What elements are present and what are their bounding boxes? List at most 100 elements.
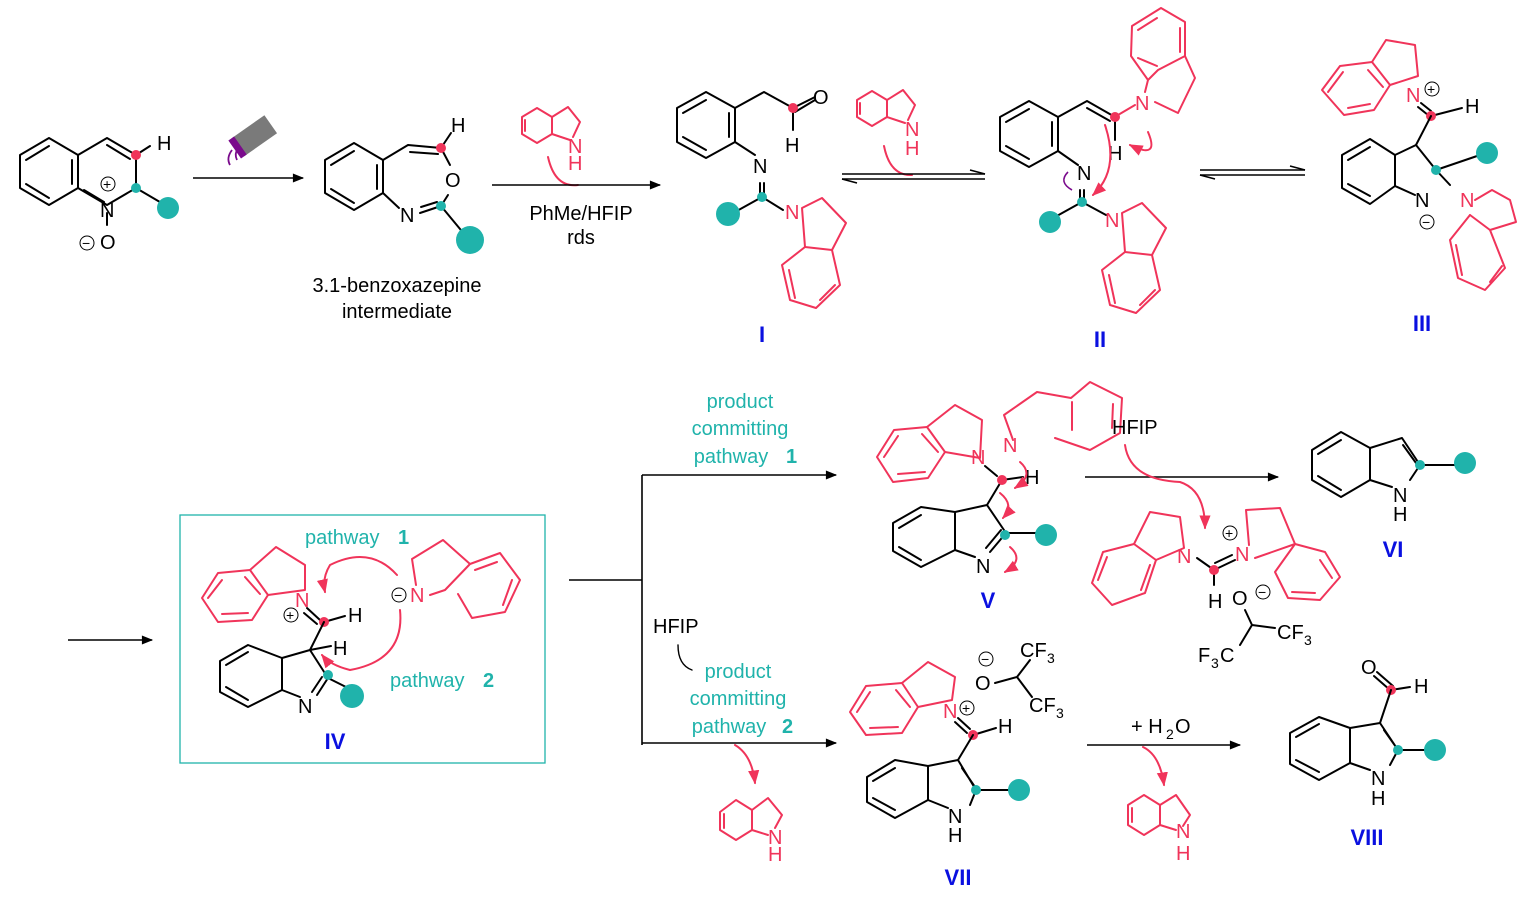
benzoxazepine-caption-2: intermediate <box>342 301 452 323</box>
atom-n: N <box>1406 85 1420 107</box>
benzoxazepine: H O N <box>324 115 484 254</box>
atom-h: H <box>1465 96 1479 118</box>
cf3-subscript-2: 3 <box>1056 705 1064 721</box>
intermediate-I: O H N N <box>676 87 847 309</box>
branch1-number: 1 <box>786 446 797 468</box>
atom-o: O <box>813 87 829 109</box>
pathway2-label: pathway <box>390 670 465 692</box>
atom-o: O <box>445 170 461 192</box>
atom-h: H <box>1393 504 1407 526</box>
label-IV: IV <box>325 729 346 754</box>
label-VIII: VIII <box>1350 825 1383 850</box>
atom-o: O <box>100 232 116 254</box>
atom-h: H <box>768 844 782 866</box>
branch2-reagent: HFIP <box>653 616 699 638</box>
charge-plus: + <box>962 700 970 716</box>
atom-n: N <box>753 156 767 178</box>
pathway1-number: 1 <box>398 527 409 549</box>
product-VIII: O H N H <box>1289 657 1446 810</box>
f3c-f: F <box>1198 645 1210 667</box>
atom-n-indoline: N <box>1460 190 1474 212</box>
equilibrium-arrow-1 <box>841 169 986 184</box>
hfip-attack-arrow <box>1124 444 1211 530</box>
atom-n: N <box>100 200 114 222</box>
branch-arrows <box>569 470 838 748</box>
branch2-label-3: pathway <box>692 716 767 738</box>
cf3-subscript: 3 <box>1047 650 1055 666</box>
indoline-reagent: N H <box>521 106 582 187</box>
atom-n-3: N <box>976 556 990 578</box>
atom-h: H <box>568 153 582 175</box>
charge-minus: − <box>981 651 989 667</box>
charge-minus: − <box>1422 214 1430 230</box>
atom-n: N <box>400 205 414 227</box>
atom-n-2: N <box>948 806 962 828</box>
f3c-c: C <box>1220 645 1234 667</box>
intermediate-III: N + H N − N <box>1321 39 1517 291</box>
branch2-label-2: committing <box>690 688 787 710</box>
atom-h-2: H <box>333 638 347 660</box>
quinoline-n-oxide: H N O + − <box>19 133 179 254</box>
cf3-text-2: CF <box>1029 695 1056 717</box>
charge-plus: + <box>103 176 111 192</box>
atom-n-plus: N <box>1235 544 1249 566</box>
label-V: V <box>981 588 996 613</box>
label-VII: VII <box>945 865 972 890</box>
atom-h: H <box>998 716 1012 738</box>
label-VI: VI <box>1383 537 1404 562</box>
branch2-label-1: product <box>705 661 772 683</box>
charge-plus: + <box>1225 525 1233 541</box>
label-III: III <box>1413 311 1431 336</box>
branch2-number: 2 <box>782 716 793 738</box>
atom-n-anion: N <box>410 585 424 607</box>
charge-minus: − <box>1258 584 1266 600</box>
h2o-o: O <box>1175 716 1191 738</box>
atom-n: N <box>568 136 582 158</box>
intermediate-V: N N H N <box>876 381 1123 578</box>
indoline-released-1: N H <box>719 744 783 866</box>
atom-n: N <box>295 590 309 612</box>
intermediate-IV-box <box>179 514 546 764</box>
benzoxazepine-caption: 3.1-benzoxazepine <box>312 275 481 297</box>
indoline-released-2: N H <box>1127 746 1191 865</box>
atom-n: N <box>1077 163 1091 185</box>
atom-h: H <box>1176 843 1190 865</box>
atom-n: N <box>1177 546 1191 568</box>
pathway2-number: 2 <box>483 670 494 692</box>
atom-o: O <box>1232 588 1248 610</box>
step-V-VI-reagent: HFIP <box>1112 417 1158 439</box>
atom-h: H <box>348 605 362 627</box>
branch1-label-2: committing <box>692 418 789 440</box>
charge-minus: − <box>82 235 90 251</box>
atom-n: N <box>905 119 919 141</box>
atom-h: H <box>1208 591 1222 613</box>
atom-n: N <box>1176 821 1190 843</box>
atom-h: H <box>785 135 799 157</box>
intermediate-IV: pathway 1 pathway 2 N + H H N − N <box>201 527 521 718</box>
cf3-subscript: 3 <box>1304 632 1312 648</box>
atom-n-indoline-bottom: N <box>1105 210 1119 232</box>
indoline-reagent-2: N H <box>856 89 919 177</box>
atom-h-2: H <box>1371 788 1385 810</box>
branch1-label-1: product <box>707 391 774 413</box>
step2-note: rds <box>567 227 595 249</box>
f3c-subscript: 3 <box>1211 655 1219 671</box>
atom-h: H <box>905 138 919 160</box>
branch1-label-3: pathway <box>694 446 769 468</box>
atom-n-indoline: N <box>785 202 799 224</box>
atom-o: O <box>1361 657 1377 679</box>
pathway1-label: pathway <box>305 527 380 549</box>
atom-h: H <box>1108 143 1122 165</box>
label-II: II <box>1094 327 1106 352</box>
light-source-icon <box>227 115 278 166</box>
atom-o: O <box>975 673 991 695</box>
atom-n: N <box>1415 190 1429 212</box>
atom-h: H <box>157 133 171 155</box>
charge-minus: − <box>394 587 402 603</box>
atom-n: N <box>1371 768 1385 790</box>
h2o-subscript: 2 <box>1166 726 1174 742</box>
atom-n-2: N <box>1003 435 1017 457</box>
atom-n-2: N <box>298 696 312 718</box>
step2-conditions: PhMe/HFIP <box>529 203 632 225</box>
